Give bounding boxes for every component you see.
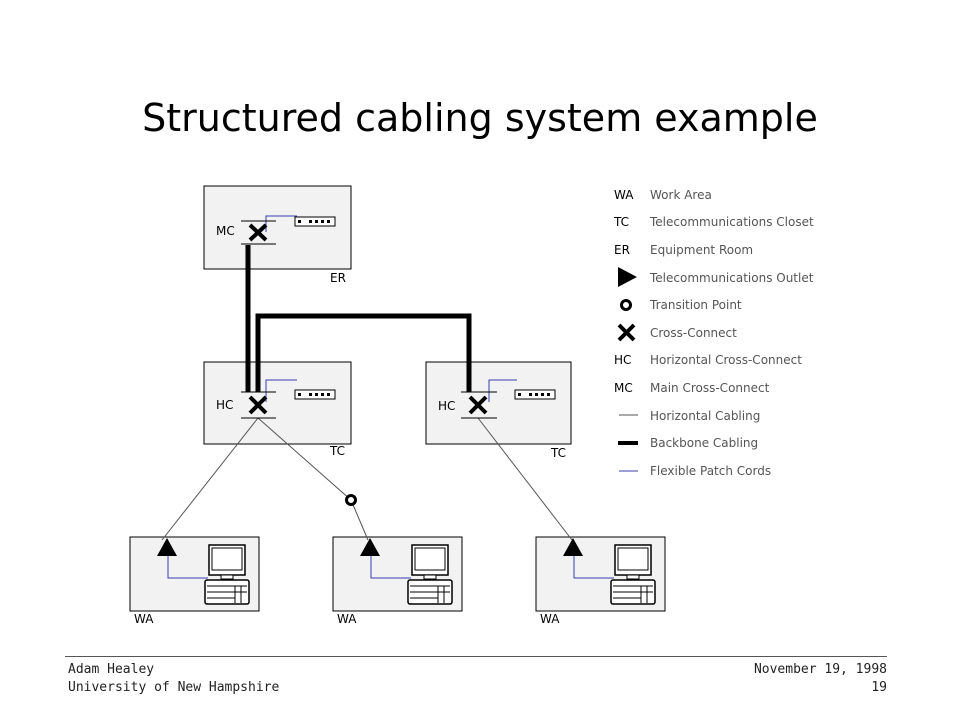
wa2-workstation-icon bbox=[407, 544, 453, 605]
cross-connect-icon bbox=[617, 323, 636, 342]
horizontal-cable-wa2-lower bbox=[350, 499, 369, 541]
tc2-cross-connect-icon bbox=[461, 391, 497, 419]
patch-cord-wa2 bbox=[370, 552, 411, 579]
legend-item-work-area: WA Work Area bbox=[614, 188, 712, 202]
tc2-room-label: TC bbox=[550, 446, 566, 460]
legend-item-backbone-cabling: Backbone Cabling bbox=[618, 436, 758, 450]
tc2-equipment-panel-icon bbox=[514, 389, 556, 400]
wa1-room-label: WA bbox=[134, 612, 154, 626]
legend-label: Work Area bbox=[650, 188, 712, 202]
wa1-workstation-icon bbox=[204, 544, 250, 605]
transition-point-icon bbox=[345, 494, 357, 506]
backbone-er-to-tc2 bbox=[255, 313, 472, 392]
legend-abbr: MC bbox=[614, 381, 633, 395]
legend-abbr: TC bbox=[613, 215, 629, 229]
legend-item-equipment-room: ER Equipment Room bbox=[614, 243, 753, 257]
legend-label: Horizontal Cross-Connect bbox=[650, 353, 802, 367]
er-cross-connect-icon bbox=[241, 220, 276, 245]
tc2-room-box bbox=[425, 361, 572, 445]
er-equipment-panel-icon bbox=[294, 216, 336, 227]
legend-label: Telecommunications Closet bbox=[649, 215, 814, 229]
footer-institution: University of New Hampshire bbox=[68, 680, 280, 695]
footer-author: Adam Healey bbox=[68, 662, 155, 677]
legend-item-patch-cords: Flexible Patch Cords bbox=[619, 464, 771, 478]
footer-date: November 19, 1998 bbox=[753, 662, 887, 677]
wa3-telecom-outlet-icon bbox=[563, 538, 583, 556]
wa3-room-label: WA bbox=[540, 612, 560, 626]
footer-right: November 19, 1998 19 bbox=[754, 661, 887, 697]
tc1-equipment-panel-icon bbox=[294, 389, 336, 400]
legend-label: Telecommunications Outlet bbox=[649, 271, 814, 285]
legend-abbr: ER bbox=[614, 243, 630, 257]
legend-abbr: HC bbox=[614, 353, 631, 367]
horizontal-cable-wa3 bbox=[477, 417, 573, 541]
patch-cord-wa1 bbox=[167, 552, 208, 579]
legend-item-transition-point: Transition Point bbox=[620, 298, 742, 312]
er-room-box bbox=[203, 185, 352, 270]
horizontal-cable-wa1 bbox=[161, 417, 259, 541]
footer-divider bbox=[65, 656, 887, 657]
legend-label: Horizontal Cabling bbox=[650, 409, 760, 423]
legend-item-horizontal-cabling: Horizontal Cabling bbox=[619, 409, 760, 423]
tc1-room-box bbox=[203, 361, 352, 445]
patch-cord-tc2 bbox=[488, 379, 517, 402]
er-room-label: ER bbox=[330, 271, 346, 285]
patch-cord-wa3 bbox=[573, 552, 614, 579]
legend-label: Backbone Cabling bbox=[650, 436, 758, 450]
wa2-room-label: WA bbox=[337, 612, 357, 626]
legend-item-main-cross-connect: MC Main Cross-Connect bbox=[614, 381, 770, 395]
legend-label: Flexible Patch Cords bbox=[650, 464, 771, 478]
tc2-xconnect-label: HC bbox=[438, 399, 455, 413]
slide-title: Structured cabling system example bbox=[142, 96, 818, 140]
tc1-room-label: TC bbox=[329, 444, 345, 458]
wa1-telecom-outlet-icon bbox=[157, 538, 177, 556]
wa3-workstation-icon bbox=[610, 544, 656, 605]
horizontal-cable-wa2-upper bbox=[257, 417, 352, 501]
footer-page-number: 19 bbox=[871, 680, 887, 695]
tc1-cross-connect-icon bbox=[241, 391, 276, 419]
legend-item-cross-connect: Cross-Connect bbox=[617, 323, 737, 342]
telecom-outlet-icon bbox=[618, 267, 637, 287]
legend: WA Work Area TC Telecommunications Close… bbox=[613, 188, 814, 478]
tc1-xconnect-label: HC bbox=[216, 398, 233, 412]
transition-point-icon bbox=[620, 299, 632, 311]
wa2-telecom-outlet-icon bbox=[360, 538, 380, 556]
er-xconnect-label: MC bbox=[216, 224, 235, 238]
footer-left: Adam Healey University of New Hampshire bbox=[68, 661, 279, 697]
legend-label: Equipment Room bbox=[650, 243, 753, 257]
legend-item-telecom-closet: TC Telecommunications Closet bbox=[613, 215, 814, 229]
legend-item-horizontal-cross-connect: HC Horizontal Cross-Connect bbox=[614, 353, 802, 367]
legend-label: Main Cross-Connect bbox=[650, 381, 770, 395]
legend-label: Cross-Connect bbox=[650, 326, 737, 340]
legend-item-telecom-outlet: Telecommunications Outlet bbox=[618, 267, 814, 287]
patch-cord-tc1 bbox=[265, 379, 297, 402]
legend-label: Transition Point bbox=[649, 298, 742, 312]
legend-abbr: WA bbox=[614, 188, 634, 202]
